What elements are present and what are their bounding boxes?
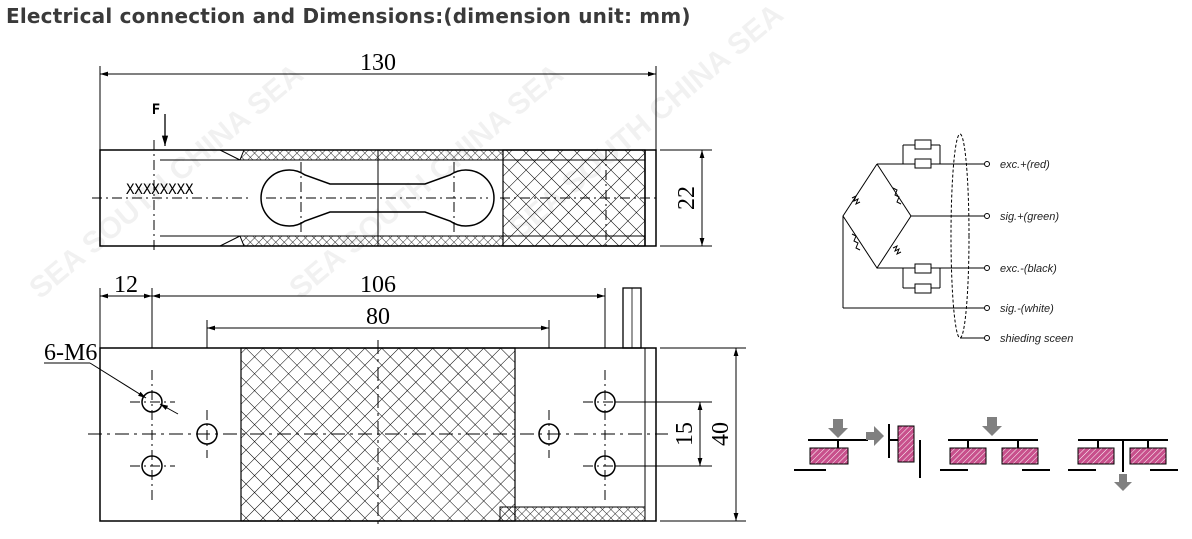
dimension-130-label: 130	[360, 50, 396, 76]
dimension-40-label: 40	[708, 422, 734, 446]
mounting-hole-2	[141, 455, 163, 477]
wire-label-exc-plus: exc.+(red)	[1000, 159, 1050, 171]
loading-mode-2	[866, 424, 921, 478]
loading-mode-3	[940, 417, 1050, 471]
resistor-2	[914, 158, 932, 169]
shield-ellipse	[950, 133, 970, 339]
thread-spec-label: 6-M6	[44, 340, 97, 366]
mounting-hole-4	[538, 423, 560, 445]
bottom-view	[44, 287, 746, 528]
down-arrow-icon	[982, 417, 1002, 436]
dimension-22-label: 22	[674, 186, 700, 210]
wiring-diagram	[842, 133, 990, 341]
resistor-1	[914, 139, 932, 150]
loading-mode-1	[794, 419, 868, 471]
dimension-80-label: 80	[366, 304, 390, 330]
dimension-15-label: 15	[672, 422, 698, 446]
wire-label-sig-minus: sig.-(white)	[1000, 303, 1054, 315]
loading-modes	[794, 417, 1178, 491]
wire-label-exc-minus: exc.-(black)	[1000, 263, 1057, 275]
dimension-12-label: 12	[114, 272, 138, 298]
section-heading: Electrical connection and Dimensions:(di…	[6, 4, 691, 28]
thread-leader	[89, 362, 147, 399]
wire-label-sig-plus: sig.+(green)	[1000, 211, 1059, 223]
down-arrow-icon	[828, 419, 848, 438]
dimension-106-label: 106	[360, 272, 396, 298]
binocular-hole	[260, 169, 495, 227]
serial-label: XXXXXXXX	[126, 182, 194, 198]
bottom-edge-hatch	[499, 506, 646, 522]
mounting-hole-1	[141, 391, 163, 413]
force-label: F	[152, 102, 160, 118]
top-view	[92, 66, 712, 250]
top-hatch-strip	[239, 149, 504, 161]
down-arrow-icon	[1114, 474, 1132, 491]
loading-mode-4	[1068, 439, 1178, 491]
right-arrow-icon	[866, 426, 884, 446]
wire-label-shield: shieding sceen	[1000, 333, 1073, 345]
resistor-3	[914, 263, 932, 274]
mounting-hole-3	[196, 423, 218, 445]
bottom-hatch-strip	[239, 235, 504, 247]
resistor-4	[914, 283, 932, 294]
